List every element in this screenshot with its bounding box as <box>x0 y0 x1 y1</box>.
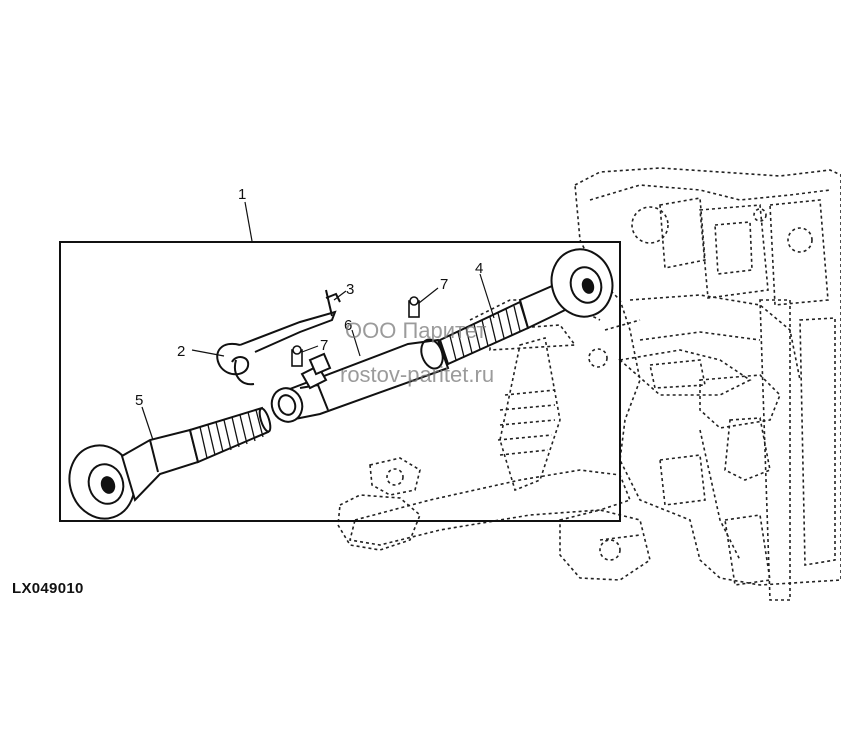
callout-5: 5 <box>135 392 143 409</box>
callout-2: 2 <box>177 343 185 360</box>
callout-7-right: 7 <box>440 276 448 293</box>
callout-leaders <box>141 201 495 441</box>
callout-labels: 1 2 3 4 5 6 7 7 <box>135 186 483 409</box>
figure-reference-code: LX049010 <box>12 580 84 597</box>
part-5-eye-end-left <box>68 406 272 520</box>
callout-6: 6 <box>344 317 352 334</box>
part-4-eye-end-right <box>438 248 614 366</box>
part-2-3-lock-pin-and-clip <box>216 289 341 386</box>
assembly-frame <box>59 241 621 522</box>
callout-3: 3 <box>346 281 354 298</box>
callout-7-left: 7 <box>320 337 328 354</box>
callout-1: 1 <box>238 186 246 203</box>
watermark-company: ООО Паритет <box>345 318 486 343</box>
watermark-url: rostov-paritet.ru <box>340 362 494 387</box>
part-6-barrel-sleeve <box>270 296 450 423</box>
watermark: ООО Паритет rostov-paritet.ru <box>340 318 494 387</box>
callout-4: 4 <box>475 260 483 277</box>
tractor-background-outline <box>337 167 841 601</box>
